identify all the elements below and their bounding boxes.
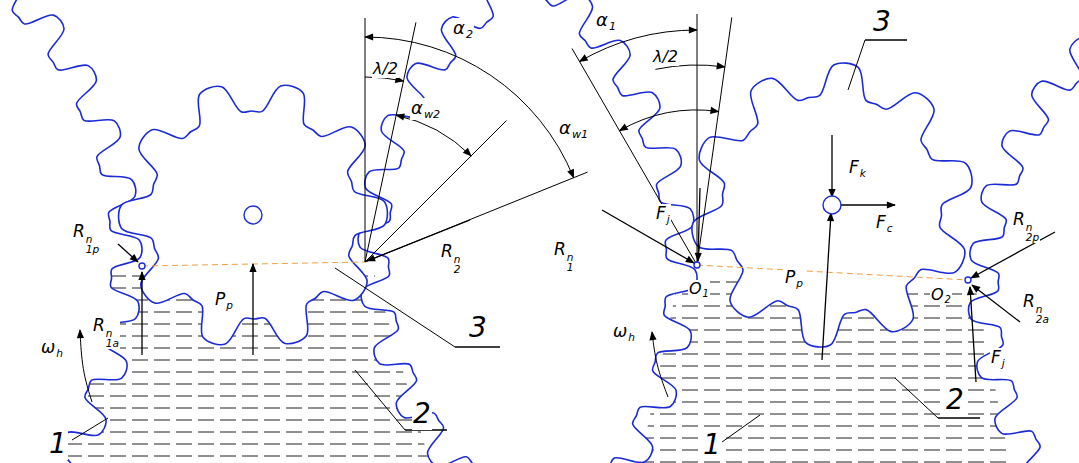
gear-outline xyxy=(968,0,1079,463)
angle-arc xyxy=(580,30,698,61)
force-arrow xyxy=(972,285,1020,322)
force-label: Fj xyxy=(655,204,671,224)
reference-line xyxy=(697,14,698,265)
gear-outline xyxy=(358,0,540,463)
reference-line xyxy=(697,17,732,265)
angle-arc xyxy=(365,37,574,178)
force-label: αw1 xyxy=(558,118,589,140)
force-arrow xyxy=(840,204,895,205)
hatch-line xyxy=(540,462,1079,463)
leader-line xyxy=(895,378,980,418)
force-arrow xyxy=(970,287,976,382)
leader-line xyxy=(355,370,447,430)
force-label: R2an xyxy=(1022,292,1050,325)
leader-line xyxy=(335,268,500,347)
force-label: ωh xyxy=(612,322,636,342)
force-label: O1 xyxy=(688,280,710,299)
reference-line xyxy=(365,172,588,262)
leader-line xyxy=(72,418,108,440)
force-label: R2n xyxy=(440,242,462,275)
force-label: Pp xyxy=(214,290,234,310)
force-label: λ/2 xyxy=(372,60,399,78)
force-label: O2 xyxy=(930,286,952,305)
reference-line xyxy=(572,48,697,265)
force-arrow xyxy=(698,188,700,261)
force-label: Fc xyxy=(875,213,894,233)
right-panel xyxy=(540,0,1079,463)
force-arrow xyxy=(141,272,142,355)
callout-number: 3 xyxy=(872,6,892,38)
angle-arc xyxy=(396,115,471,156)
force-label: Fj xyxy=(990,348,1006,368)
gear-outline xyxy=(692,63,972,347)
force-arrow xyxy=(822,213,831,360)
force-label: α1 xyxy=(595,10,617,32)
callout-number: 3 xyxy=(468,312,488,344)
rotation-arrow xyxy=(652,332,668,397)
force-label: R2pn xyxy=(1012,210,1040,243)
force-arrow xyxy=(831,135,832,197)
force-lines xyxy=(72,14,1055,442)
force-label: αw2 xyxy=(410,98,441,120)
force-label: R1n xyxy=(553,240,575,273)
force-arrow xyxy=(252,264,253,355)
force-label: λ/2 xyxy=(652,48,679,66)
callout-number: 2 xyxy=(945,384,965,416)
callout-number: 2 xyxy=(412,398,432,430)
centre-line xyxy=(697,265,968,280)
gear-centre xyxy=(244,206,262,224)
force-label: R1pn xyxy=(72,222,100,255)
angle-arc xyxy=(620,110,719,131)
reference-line xyxy=(365,22,416,262)
leader-line xyxy=(722,415,760,442)
leader-line xyxy=(848,40,907,90)
left-panel xyxy=(0,0,540,463)
gear-outline xyxy=(540,0,697,463)
callout-number: 1 xyxy=(48,428,68,460)
force-label: R1an xyxy=(92,316,120,349)
force-label: ωh xyxy=(40,338,64,358)
rotation-arrow xyxy=(80,330,92,402)
gear-outline xyxy=(0,0,142,463)
force-label: Fk xyxy=(848,158,867,178)
callout-number: 1 xyxy=(702,429,722,461)
reference-line xyxy=(365,121,506,262)
force-label: Pp xyxy=(784,268,804,288)
contact-point xyxy=(139,263,145,269)
force-arrow xyxy=(118,244,138,262)
contact-point xyxy=(694,262,700,268)
force-arrow xyxy=(602,210,694,263)
gear-centre xyxy=(823,196,841,214)
force-label: α2 xyxy=(452,18,474,40)
contact-point xyxy=(965,277,971,283)
reference-line xyxy=(365,18,366,262)
